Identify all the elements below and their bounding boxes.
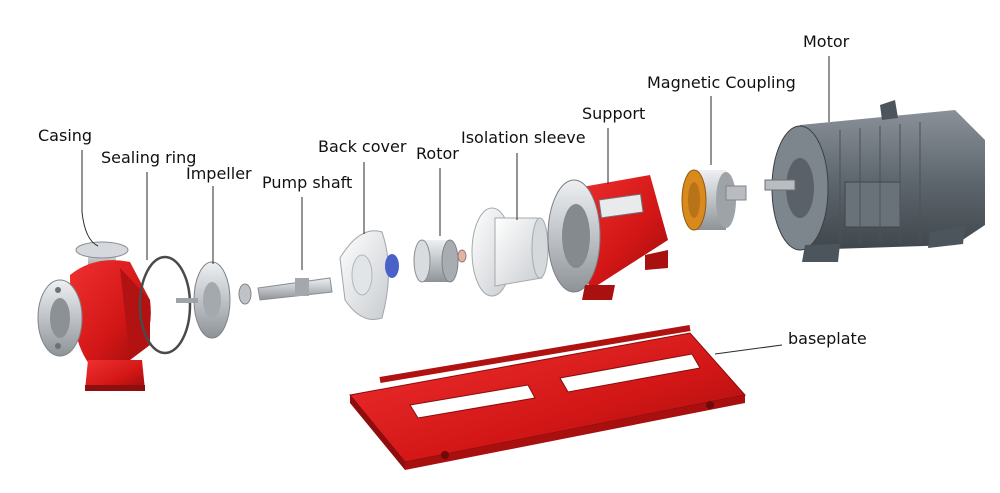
casing-part — [37, 241, 151, 391]
label-pump-shaft: Pump shaft — [262, 173, 353, 192]
label-magnetic-coupling: Magnetic Coupling — [647, 73, 796, 92]
label-impeller: Impeller — [186, 164, 252, 183]
back-cover-part — [339, 230, 399, 320]
motor-part — [764, 100, 985, 262]
support-part — [547, 175, 668, 300]
impeller-part — [176, 261, 252, 339]
baseplate-part — [349, 325, 746, 470]
label-support: Support — [582, 104, 646, 123]
sealing-ring-part — [138, 255, 192, 355]
rotor-part — [413, 239, 467, 283]
magnetic-coupling-part — [681, 169, 747, 231]
leader-lines — [81, 56, 830, 355]
label-rotor: Rotor — [416, 144, 459, 163]
isolation-sleeve-part — [471, 207, 549, 297]
label-back-cover: Back cover — [318, 137, 407, 156]
label-isolation-sleeve: Isolation sleeve — [461, 128, 586, 147]
pump-shaft-part — [257, 277, 333, 301]
label-motor: Motor — [803, 32, 850, 51]
label-baseplate: baseplate — [788, 329, 867, 348]
label-sealing-ring: Sealing ring — [101, 148, 197, 167]
label-casing: Casing — [38, 126, 93, 145]
